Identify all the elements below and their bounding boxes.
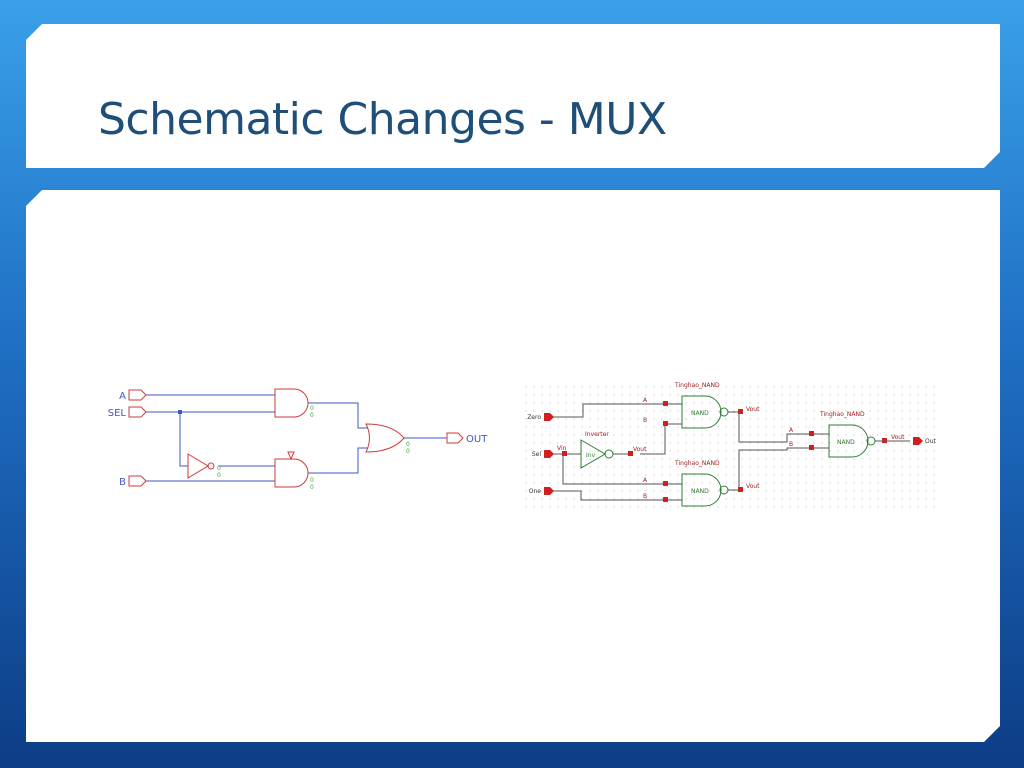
nand-top-port-vout: Vout [746,406,760,413]
pin-zero-shape [544,413,554,421]
pin-a-label: A [119,391,126,402]
nand-bottom-port-vout: Vout [746,483,760,490]
and-gate-bottom [274,458,309,488]
nand-top-text: NAND [691,410,709,417]
wire-one [553,490,669,501]
pin-sel-shape [128,406,147,418]
pin-sel-label: SEL [108,408,127,419]
wire-nand-top-out [738,412,809,443]
pin-out-label: OUT [466,434,488,445]
pin-sel-shape [544,450,554,458]
nand-right-text: NAND [837,439,855,446]
nand-bottom-port-b: B [643,493,647,500]
nand-mux-schematic: Tinghao_NAND Tinghao_NAND Tinghao_NAND I… [525,382,937,508]
and-bottom-label-2: 0 [310,484,314,491]
nand-gate-top [681,395,722,429]
inverter-port-vin: Vin [557,445,567,452]
nand-bottom-port-a: A [643,477,648,484]
cell-name-nand-top: Tinghao_NAND [674,382,720,389]
or-label-1: 0 [406,441,410,448]
pin-b-label: B [119,477,126,488]
nand-gate-bottom [681,473,722,507]
nand-right-port-vout: Vout [891,434,905,441]
slide-title: Schematic Changes - MUX [98,94,667,145]
nand-bottom-text: NAND [691,488,709,495]
inverter-bubble [207,462,215,470]
or-label-2: 0 [406,448,410,455]
pin-out-shape [913,437,923,445]
wire-nand-bottom-out [738,447,809,490]
wire-and2-to-or [308,447,368,474]
nand-top-port-a: A [643,397,648,404]
inverter-gate [580,439,606,469]
nand-right-port-b: B [789,441,793,448]
cell-name-nand-right: Tinghao_NAND [819,411,865,418]
nand-gate-right [828,424,869,458]
nand-top-port-b: B [643,417,647,424]
pin-a-shape [128,389,147,401]
inv-label-1: 0 [217,465,221,472]
wire-zero [553,403,669,418]
or-gate [365,423,405,453]
and-top-label-2: 0 [310,412,314,419]
inverter-text: Inv [586,452,596,459]
wire-and1-to-or [308,402,368,429]
junction-dot [178,410,182,414]
wire-sel-to-nand-bottom [562,454,669,485]
cell-name-inverter: Inverter [585,431,609,438]
pin-one-label: One [529,488,542,495]
pin-sel-label: Sel [532,451,542,458]
cell-name-nand-bottom: Tinghao_NAND [674,460,720,467]
probe-marker [287,451,295,461]
inverter-gate [187,453,209,479]
pin-one-shape [544,487,554,495]
and-bottom-label-1: 0 [310,477,314,484]
pin-out-label: Out [925,438,937,445]
nand-right-port-a: A [789,427,794,434]
and-top-label-1: 0 [310,405,314,412]
grid-background [525,382,935,508]
pin-zero-label: Zero [527,414,541,421]
wire-sel-branch [179,412,188,467]
gate-level-mux-schematic: A SEL B OUT 0 0 0 0 0 0 0 0 [108,388,488,491]
inverter-port-vout: Vout [633,446,647,453]
title-panel [26,24,1000,168]
inv-label-2: 0 [217,472,221,479]
pin-b-shape [128,475,147,487]
and-gate-top [274,388,309,418]
pin-out-shape [446,432,464,444]
